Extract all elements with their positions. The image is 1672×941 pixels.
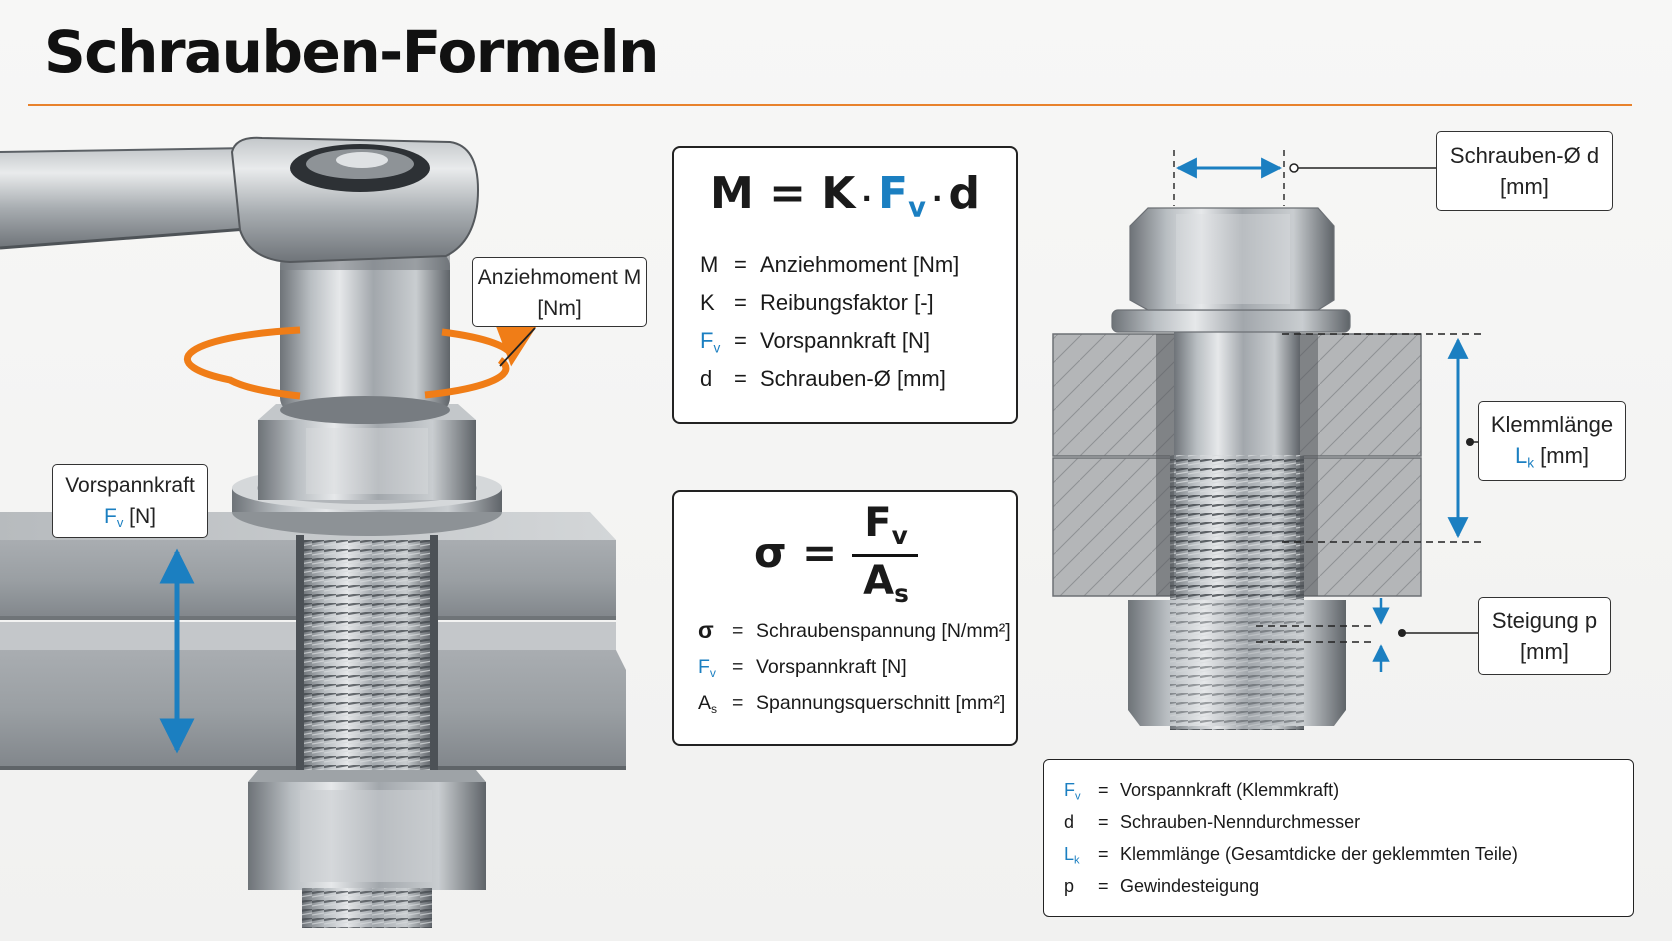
clamp-callout: Klemmlänge Lk [mm] [1478, 401, 1626, 481]
torque-formula-box: M = K·Fv·d M = Anziehmoment [Nm] K = Rei… [672, 146, 1018, 424]
clamp-callout-unit: [mm] [1540, 443, 1590, 468]
def-equals: = [734, 290, 747, 315]
torque-callout-unit: [Nm] [537, 297, 582, 320]
def-equals: = [734, 366, 747, 391]
legend-equals: = [1098, 876, 1109, 896]
legend-text: Klemmlänge (Gesamtdicke der geklemmten T… [1120, 844, 1518, 864]
formula2-numerator: Fv [864, 500, 908, 550]
def-text: Schrauben-Ø [mm] [760, 366, 946, 391]
clamp-callout-label: Klemmlänge [1490, 412, 1614, 437]
torque-formula: M = K·Fv·d [674, 168, 1016, 224]
legend-symbol: p [1064, 876, 1075, 896]
def-text: Reibungsfaktor [-] [760, 290, 934, 315]
def-equals: = [734, 328, 747, 353]
preload-callout-symbol: F [103, 505, 117, 528]
legend-equals: = [1098, 844, 1109, 864]
formula2-equals: = [802, 528, 838, 577]
bolt-cross-section [1052, 150, 1484, 730]
def-symbol: M [700, 252, 719, 277]
fraction-bar [852, 554, 918, 557]
legend-symbol: Lk [1064, 844, 1080, 867]
legend-symbol: d [1064, 812, 1075, 832]
clamp-callout-symbol: L [1514, 443, 1528, 468]
formula1-f-sub: v [908, 192, 926, 224]
legend-equals: = [1098, 812, 1109, 832]
wrench [0, 136, 480, 264]
formula1-dot1: · [861, 182, 873, 215]
def-equals: = [732, 656, 744, 678]
def-equals: = [732, 620, 744, 642]
preload-callout-label: Vorspannkraft [65, 474, 195, 497]
legend-text: Gewindesteigung [1120, 876, 1260, 896]
formula1-equals: = [769, 168, 806, 219]
pitch-callout-unit: [mm] [1520, 639, 1569, 664]
formula1-lhs: M [709, 168, 754, 219]
diameter-callout-label: Schrauben-Ø d [1449, 143, 1600, 168]
socket [280, 252, 450, 424]
formula1-f: F [878, 168, 909, 219]
section-bolt-head [1129, 207, 1335, 311]
stress-formula-box: σ = Fv As σ = Schraubenspannung [N/mm²] … [672, 490, 1018, 746]
def-symbol: d [700, 366, 713, 391]
title-divider [28, 104, 1632, 106]
def-equals: = [734, 252, 747, 277]
clamp-callout-subscript: k [1527, 455, 1535, 471]
def-text: Anziehmoment [Nm] [760, 252, 960, 277]
torque-callout: Anziehmoment M [Nm] [472, 257, 647, 327]
formula1-d: d [948, 168, 981, 219]
def-equals: = [732, 692, 744, 714]
def-text: Vorspannkraft [N] [760, 328, 930, 353]
preload-callout-subscript: v [116, 515, 124, 531]
pitch-callout-label: Steigung p [1491, 608, 1598, 633]
bolted-joint-photo [0, 136, 626, 928]
pitch-callout: Steigung p [mm] [1478, 597, 1611, 675]
formula1-dot2: · [931, 182, 943, 215]
def-symbol: Fv [698, 656, 716, 680]
legend-box: Fv = Vorspannkraft (Klemmkraft) d = Schr… [1043, 759, 1634, 917]
diameter-callout-unit: [mm] [1500, 174, 1549, 199]
legend-text: Schrauben-Nenndurchmesser [1120, 812, 1361, 832]
legend-equals: = [1098, 780, 1109, 800]
legend-text: Vorspannkraft (Klemmkraft) [1120, 780, 1340, 800]
def-symbol: K [700, 290, 715, 315]
def-symbol: σ [698, 617, 714, 643]
torque-leader [499, 327, 536, 367]
torque-callout-label: Anziehmoment M [477, 266, 642, 289]
legend-symbol: Fv [1064, 780, 1081, 803]
def-symbol: As [698, 692, 718, 716]
preload-callout: Vorspannkraft Fv [N] [52, 464, 208, 538]
formula2-lhs: σ [754, 528, 787, 577]
def-symbol: Fv [700, 328, 721, 356]
formula1-k: K [821, 168, 856, 219]
def-text: Vorspannkraft [N] [756, 656, 907, 678]
page-title: Schrauben-Formeln [44, 18, 659, 86]
def-text: Schraubenspannung [N/mm²] [756, 620, 1011, 642]
diameter-callout: Schrauben-Ø d [mm] [1436, 131, 1613, 211]
formula2-denominator: As [863, 558, 909, 608]
stress-formula: σ = Fv As [674, 500, 1016, 608]
section-washer [1111, 309, 1351, 333]
bottom-nut [248, 770, 486, 928]
preload-callout-unit: [N] [129, 505, 157, 528]
def-text: Spannungsquerschnitt [mm²] [756, 692, 1006, 714]
